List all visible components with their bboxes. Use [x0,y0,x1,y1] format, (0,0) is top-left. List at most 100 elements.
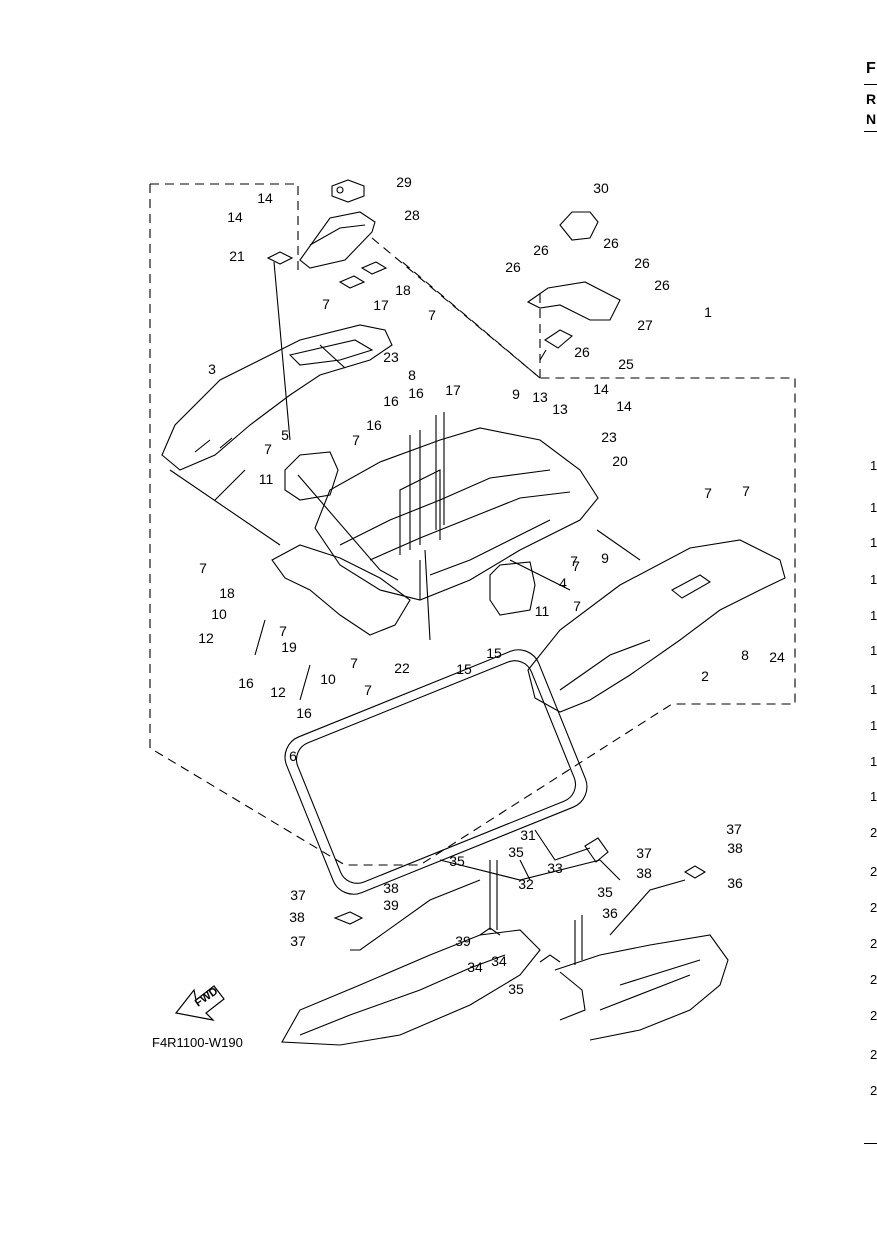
callout-5: 5 [281,427,289,443]
callout-9: 9 [601,550,609,566]
callout-23: 23 [383,349,399,365]
callout-22: 22 [394,660,410,676]
callout-26: 26 [574,344,590,360]
callout-34: 34 [467,959,483,975]
callout-14: 14 [593,381,609,397]
callout-12: 12 [198,630,214,646]
part-2-side-cover [527,539,786,713]
callout-26: 26 [603,235,619,251]
edge-row-digit: 1 [870,608,877,623]
callout-38: 38 [383,880,399,896]
edge-letter-n: N [866,111,877,127]
assembly-outlines [149,179,796,1046]
callout-37: 37 [290,887,306,903]
part-29-cap [559,211,599,241]
edge-rule [864,131,877,132]
callout-28: 28 [404,207,420,223]
part-24-bracket [526,281,621,321]
callout-39: 39 [455,933,471,949]
callout-4: 4 [559,575,567,591]
callout-26: 26 [505,259,521,275]
edge-row-digit: 1 [870,789,877,804]
edge-row-digit: 2 [870,864,877,879]
callout-38: 38 [289,909,305,925]
callout-16: 16 [366,417,382,433]
callout-13: 13 [532,389,548,405]
callout-7: 7 [352,432,360,448]
callout-16: 16 [383,393,399,409]
callout-37: 37 [636,845,652,861]
callout-7: 7 [570,553,578,569]
edge-heading-letter: F [866,60,876,77]
part-6-seal-inner [295,660,577,884]
callout-36: 36 [602,905,618,921]
edge-row-digit: 2 [870,936,877,951]
callout-24: 24 [769,649,785,665]
edge-row-digit: 1 [870,754,877,769]
edge-row-digit: 1 [870,718,877,733]
callout-14: 14 [616,398,632,414]
callout-32: 32 [518,876,534,892]
callout-1: 1 [704,304,712,320]
callout-7: 7 [199,560,207,576]
edge-row-digit: 2 [870,900,877,915]
callout-10: 10 [211,606,227,622]
callout-7: 7 [428,307,436,323]
callout-21: 21 [229,248,245,264]
part-5-block [284,451,339,501]
callout-11: 11 [259,471,274,487]
edge-row-digit: 1 [870,535,877,550]
callout-16: 16 [238,675,254,691]
callout-26: 26 [533,242,549,258]
callout-17: 17 [373,297,389,313]
callout-34: 34 [491,953,507,969]
callout-38: 38 [636,865,652,881]
callout-3: 3 [208,361,216,377]
callout-26: 26 [634,255,650,271]
edge-rule [864,84,877,85]
callout-35: 35 [449,853,465,869]
callout-17: 17 [445,382,461,398]
callout-30: 30 [593,180,609,196]
callout-8: 8 [741,647,749,663]
callout-35: 35 [508,844,524,860]
callout-7: 7 [572,558,580,574]
part-28-plate [331,179,365,203]
edge-row-digit: 1 [870,500,877,515]
forward-direction-arrow: FWD [174,985,225,1021]
figure-code: F4R1100-W190 [152,1035,243,1050]
edge-row-digit: 2 [870,825,877,840]
callout-35: 35 [508,981,524,997]
edge-row-digit: 1 [870,458,877,473]
callout-12: 12 [270,684,286,700]
hull-opening [281,929,541,1046]
callout-7: 7 [350,655,358,671]
callout-35: 35 [597,884,613,900]
callout-18: 18 [395,282,411,298]
edge-row-digit: 1 [870,682,877,697]
group-boundary-dashed [149,183,796,866]
callout-20: 20 [612,453,628,469]
callout-36: 36 [727,875,743,891]
callout-7: 7 [322,296,330,312]
edge-rule [864,1143,877,1144]
edge-row-digit: 1 [870,572,877,587]
callout-33: 33 [547,860,563,876]
callout-8: 8 [408,367,416,383]
callout-7: 7 [573,598,581,614]
callout-6: 6 [289,748,297,764]
callout-16: 16 [408,385,424,401]
edge-letter-r: R [866,91,877,107]
callout-15: 15 [456,661,472,677]
callout-31: 31 [520,827,536,843]
part-6-seal-outer [284,649,588,895]
callout-25: 25 [618,356,634,372]
callout-14: 14 [257,190,273,206]
callout-23: 23 [601,429,617,445]
callout-7: 7 [264,441,272,457]
callout-14: 14 [227,209,243,225]
callout-13: 13 [552,401,568,417]
part-27-bracket [299,211,376,269]
